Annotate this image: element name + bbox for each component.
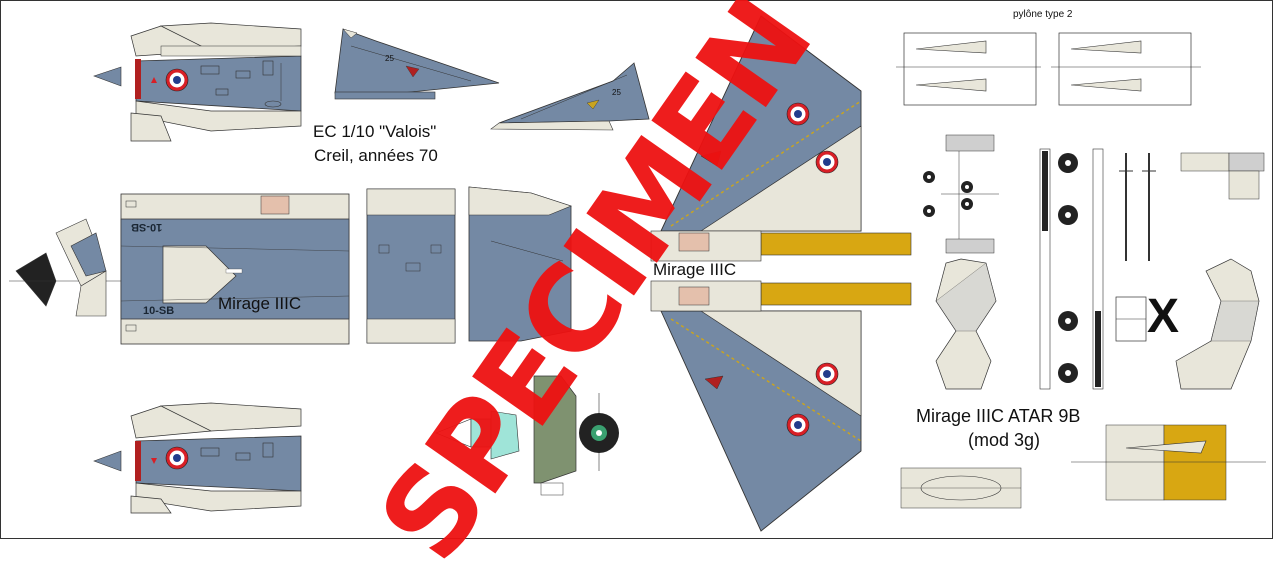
fuselage-bottom-panel [130, 402, 302, 514]
wheel-strip [1039, 148, 1104, 390]
small-bracket [1180, 152, 1265, 200]
nose-cone-bottom [93, 450, 122, 472]
tail-fin-right [490, 62, 650, 131]
gear-door-right [1175, 258, 1260, 390]
unit-label: EC 1/10 "Valois" [313, 122, 437, 141]
engine-label-line1: Mirage IIIC ATAR 9B [916, 406, 1081, 426]
gear-struts [1119, 153, 1156, 261]
exhaust-fan [9, 218, 121, 317]
wing-upper [650, 15, 912, 262]
compressor-fan [579, 393, 619, 471]
fuselage-top-panel [130, 22, 302, 142]
code-top: 10-SB [131, 221, 163, 233]
code-bottom: 10-SB [143, 305, 175, 317]
fuselage-belly-panel [366, 188, 456, 344]
cross-box [1115, 296, 1147, 342]
landing-gear-parts [923, 134, 999, 254]
cross-mark: X [1147, 290, 1180, 343]
pylon-box-right [1051, 32, 1201, 106]
gear-door-left [935, 258, 997, 390]
pylon-strip [1071, 424, 1266, 501]
nose-cone-top [93, 66, 122, 87]
parts-drawing [9, 15, 1266, 532]
wing-lower [650, 280, 912, 532]
base-label: Creil, années 70 [314, 146, 438, 165]
tail-fin-left [334, 28, 500, 100]
air-intake [533, 375, 577, 496]
engine-label-line2: (mod 3g) [968, 430, 1041, 450]
tail-number-right: 25 [612, 88, 621, 97]
fuselage-main-panel [120, 193, 350, 345]
wing-name-label: Mirage IIIC [653, 260, 737, 279]
tail-number-left: 25 [385, 54, 394, 63]
fuel-tank-part [900, 467, 1022, 509]
pylon-title: pylône type 2 [1013, 9, 1073, 20]
pylon-box-left [896, 32, 1041, 106]
canopy-parts [435, 410, 520, 460]
fuselage-name-label: Mirage IIIC [218, 294, 302, 313]
fuselage-rear-panel [468, 186, 572, 342]
